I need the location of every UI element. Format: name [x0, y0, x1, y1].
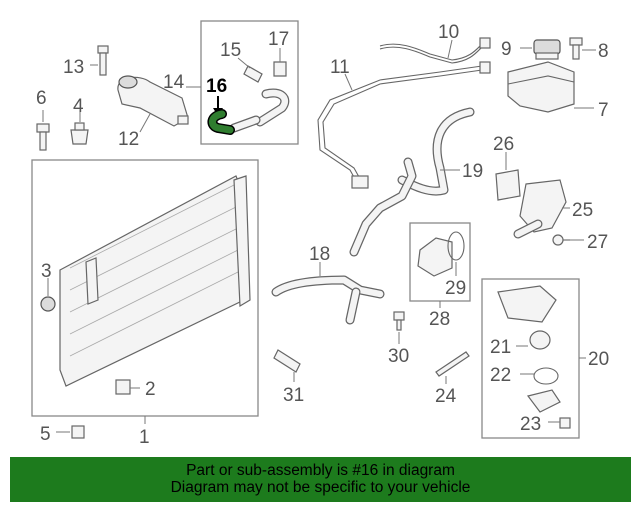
banner-line-2: Diagram may not be specific to your vehi… — [170, 479, 471, 496]
part-3-grommet — [40, 278, 56, 312]
part-16-hose-highlighted — [207, 96, 235, 135]
part-30-bolt — [393, 311, 405, 344]
callout-9: 9 — [501, 39, 512, 60]
callout-10: 10 — [438, 22, 459, 43]
part-2-sensor — [115, 379, 140, 395]
info-banner: Part or sub-assembly is #16 in diagram D… — [10, 457, 631, 502]
callout-11: 11 — [330, 57, 350, 78]
callout-29: 29 — [445, 278, 466, 299]
callout-14: 14 — [163, 72, 185, 93]
part-27-bolt — [552, 234, 584, 246]
callout-15: 15 — [220, 40, 241, 61]
callout-7: 7 — [598, 100, 609, 121]
callout-24: 24 — [435, 386, 457, 407]
part-19-hose — [349, 107, 475, 257]
part-31-sensor — [273, 349, 301, 382]
callout-23: 23 — [520, 414, 541, 435]
part-8-bolt — [569, 37, 596, 60]
callout-6: 6 — [36, 88, 47, 109]
part-1-radiator — [59, 175, 251, 387]
part-9-cap — [520, 39, 561, 60]
part-17-clamp — [273, 48, 287, 77]
callout-31: 31 — [283, 385, 304, 406]
part-7-tank — [507, 61, 594, 113]
part-11-line — [317, 61, 491, 189]
part-26-bracket — [495, 152, 521, 201]
callout-2: 2 — [145, 379, 156, 400]
callout-27: 27 — [587, 232, 608, 253]
part-14-box — [200, 20, 299, 145]
callout-30: 30 — [388, 346, 409, 367]
callout-3: 3 — [41, 261, 52, 282]
callout-16: 16 — [206, 76, 227, 97]
callout-8: 8 — [598, 41, 609, 62]
part-12-reservoir — [117, 75, 189, 133]
part-24-bolt — [435, 351, 470, 384]
callout-26: 26 — [493, 134, 514, 155]
part-13-bolt — [90, 45, 109, 76]
part-28-gasket — [417, 231, 465, 277]
callout-1: 1 — [139, 427, 150, 448]
callout-20: 20 — [588, 349, 609, 370]
part-15-sensor — [237, 57, 263, 83]
callout-25: 25 — [572, 200, 593, 221]
callout-17: 17 — [268, 29, 289, 50]
callout-18: 18 — [309, 244, 330, 265]
callout-4: 4 — [73, 96, 84, 117]
callout-12: 12 — [118, 129, 139, 150]
part-14-hose — [229, 88, 290, 133]
part-25-housing — [513, 179, 570, 239]
banner-line-1: Part or sub-assembly is #16 in diagram — [186, 462, 455, 479]
callout-5: 5 — [40, 424, 51, 445]
callout-19: 19 — [462, 161, 483, 182]
callout-21: 21 — [490, 337, 511, 358]
callout-22: 22 — [490, 365, 511, 386]
part-20-thermostat — [497, 285, 571, 429]
callout-13: 13 — [63, 57, 84, 78]
part-18-hose — [271, 262, 385, 325]
parts-diagram: 13 6 4 14 12 15 17 16 10 11 9 8 7 26 19 … — [31, 20, 609, 448]
part-10-line — [379, 37, 491, 64]
callout-28: 28 — [429, 309, 450, 330]
part-4-clip — [70, 110, 89, 145]
part-6-bolt — [36, 110, 50, 151]
callout-labels: 13 6 4 14 12 15 17 16 10 11 9 8 7 26 19 … — [36, 22, 609, 448]
part-5-cap — [56, 425, 85, 439]
